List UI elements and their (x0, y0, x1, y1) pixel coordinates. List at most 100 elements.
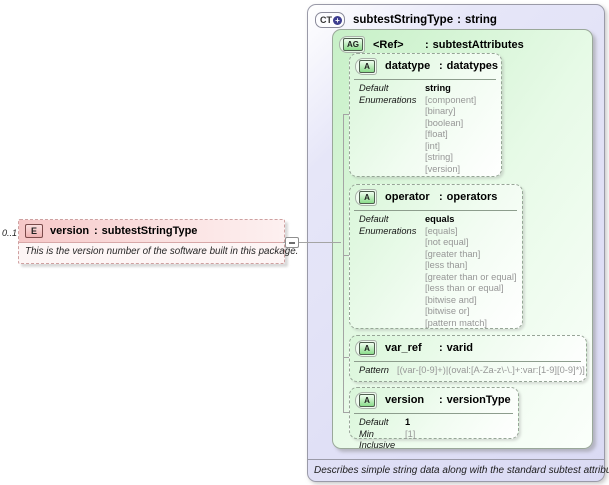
enumeration-value: [bitwise or] (425, 306, 470, 316)
facet-separator (354, 210, 517, 211)
facet-default-value: equals (425, 214, 455, 224)
facet-label: Default (359, 83, 389, 93)
element-type: subtestStringType (101, 225, 198, 237)
attribute-icon-label: A (359, 59, 375, 73)
attribute-icon: A (355, 391, 377, 409)
facet-separator (354, 79, 496, 80)
attribute-name: datatype (385, 60, 431, 72)
colon-separator: : (439, 394, 443, 406)
attribute-type: versionType (446, 394, 511, 406)
enumeration-values: [component][binary][boolean][float][int]… (425, 95, 476, 176)
attribute-group-title: <Ref>:subtestAttributes (373, 39, 524, 51)
element-annotation: This is the version number of the softwa… (25, 246, 299, 257)
element-name: version (50, 225, 90, 237)
attribute-node-datatype[interactable]: A datatype:datatypes Default string Enum… (349, 53, 502, 177)
element-title: version:subtestStringType (50, 225, 197, 237)
facet-separator (354, 413, 513, 414)
enumeration-value: [greater than or equal] (425, 271, 517, 282)
enumeration-value: [binary] (425, 106, 456, 116)
enumeration-value: [greater than] (425, 248, 481, 259)
attribute-icon: A (355, 188, 377, 206)
facet-row-default: Default 1 (359, 417, 518, 429)
attribute-icon-label: A (359, 393, 375, 407)
enumeration-value: [component] (425, 94, 477, 105)
element-header: E version:subtestStringType (19, 220, 284, 243)
colon-separator: : (94, 225, 98, 237)
attribute-type: varid (446, 342, 473, 354)
cardinality-label: 0..1 (2, 228, 18, 238)
attribute-group-icon: AG (339, 36, 365, 53)
complex-type-box[interactable]: CT + subtestStringType:string AG <Ref>:s… (307, 4, 609, 482)
facet-label: Default (359, 417, 389, 427)
facet-row-enumerations: Enumerations [equals][not equal][greater… (359, 226, 522, 330)
attribute-type: operators (446, 191, 498, 203)
expand-plus-icon[interactable]: + (333, 15, 342, 25)
attribute-group-icon-label: AG (343, 38, 363, 51)
facet-table: Default string Enumerations [component][… (350, 80, 501, 175)
attribute-header: A var_ref:varid (350, 336, 586, 360)
facet-separator (354, 361, 581, 362)
attribute-name: var_ref (385, 342, 422, 354)
attribute-node-version[interactable]: A version:versionType Default 1 Min Incl… (349, 387, 519, 450)
element-node-version[interactable]: E version:subtestStringType This is the … (18, 219, 299, 264)
element-to-type-connector (283, 242, 341, 243)
facet-row-enumerations: Enumerations [component][binary][boolean… (359, 95, 501, 176)
enumeration-value: [boolean] (425, 117, 464, 128)
attributes-connector-line (343, 114, 344, 413)
complex-type-header: CT + subtestStringType:string (308, 5, 604, 28)
attribute-name: version (385, 394, 425, 406)
attribute-header: A operator:operators (350, 185, 522, 209)
element-icon: E (25, 224, 43, 238)
attribute-type: datatypes (446, 60, 499, 72)
attribute-title: operator:operators (385, 191, 497, 203)
enumeration-value: [less than or equal] (425, 283, 504, 293)
complex-type-icon-label: CT (320, 15, 332, 25)
facet-label: Default (359, 214, 389, 224)
facet-row-min-inclusive: Min Inclusive [1] (359, 429, 518, 452)
connector-stub (343, 114, 350, 115)
connector-stub (343, 357, 350, 358)
facet-pattern-value: [(var-[0-9]+)|(oval:[A-Za-z\-\.]+:var:[1… (397, 365, 585, 375)
attribute-group-box[interactable]: AG <Ref>:subtestAttributes A dat (332, 29, 593, 450)
facet-label: Enumerations (359, 94, 417, 105)
complex-type-base: string (464, 14, 497, 26)
colon-separator: : (457, 14, 461, 26)
collapse-handle[interactable] (285, 237, 299, 248)
attribute-icon-label: A (359, 341, 375, 355)
enumeration-value: [version] (425, 163, 461, 174)
facet-row-pattern: Pattern [(var-[0-9]+)|(oval:[A-Za-z\-\.]… (359, 365, 586, 377)
enumeration-value: [less than] (425, 260, 468, 270)
attribute-node-operator[interactable]: A operator:operators Default equals Enum… (349, 184, 523, 329)
colon-separator: : (425, 38, 429, 51)
enumeration-value: [not equal] (425, 237, 469, 247)
enumeration-value: [int] (425, 140, 440, 151)
attribute-group-ref: <Ref> (373, 38, 404, 51)
attribute-name: operator (385, 191, 430, 203)
type-documentation: Describes simple string data along with … (308, 459, 609, 476)
facet-min-inclusive-value: [1] (405, 428, 416, 439)
facet-table: Default 1 Min Inclusive [1] (350, 414, 518, 452)
colon-separator: : (439, 191, 443, 203)
facet-row-default: Default equals (359, 214, 522, 226)
enumeration-value: [pattern match] (425, 317, 488, 328)
attribute-title: var_ref:varid (385, 342, 473, 354)
attribute-header: A datatype:datatypes (350, 54, 501, 78)
facet-label: Pattern (359, 365, 389, 375)
attribute-node-var-ref[interactable]: A var_ref:varid Pattern [(var-[0-9]+)|(o… (349, 335, 587, 382)
enumeration-value: [equals] (425, 225, 458, 236)
connector-stub (343, 255, 350, 256)
enumeration-values: [equals][not equal][greater than][less t… (425, 226, 516, 330)
attribute-group-header: AG <Ref>:subtestAttributes (333, 30, 592, 53)
complex-type-title: subtestStringType:string (353, 14, 497, 26)
facet-row-default: Default string (359, 83, 501, 95)
facet-default-value: 1 (405, 417, 411, 427)
colon-separator: : (439, 60, 443, 72)
complex-type-icon: CT + (315, 12, 345, 28)
facet-table: Pattern [(var-[0-9]+)|(oval:[A-Za-z\-\.]… (350, 362, 586, 377)
connector-stub (343, 412, 350, 413)
facet-table: Default equals Enumerations [equals][not… (350, 211, 522, 329)
attribute-icon-label: A (359, 190, 375, 204)
enumeration-value: [bitwise and] (425, 294, 477, 305)
attribute-group-type: subtestAttributes (432, 38, 524, 51)
